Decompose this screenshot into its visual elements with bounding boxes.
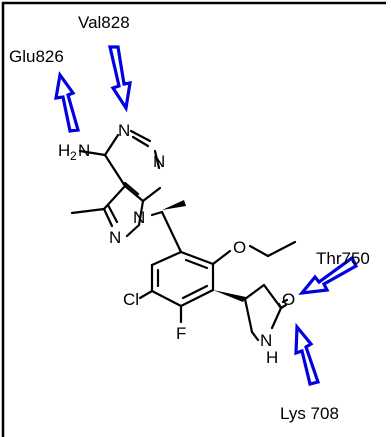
- lactam-n: N: [260, 331, 272, 350]
- nh2-n: N: [78, 141, 90, 160]
- atom-labels: H 2 N N N N N O Cl F O N H: [58, 121, 295, 367]
- ether-oxygen: O: [233, 238, 246, 257]
- arrows: [54, 45, 359, 386]
- atom-n9: N: [133, 208, 145, 227]
- nh2-subscript: 2: [70, 149, 77, 163]
- nh2-h: H: [58, 141, 70, 160]
- fluorine-atom: F: [176, 324, 186, 343]
- glu826-arrow: [54, 70, 81, 133]
- bonds: [70, 129, 297, 342]
- thr750-arrow: [298, 255, 359, 296]
- atom-n1: N: [118, 121, 130, 140]
- chlorine-atom: Cl: [123, 290, 139, 309]
- lactam-h: H: [266, 348, 278, 367]
- carbonyl-oxygen: O: [282, 290, 295, 309]
- val828-arrow: [107, 45, 132, 113]
- atom-n3: N: [153, 152, 165, 171]
- label-glu826: Glu826: [9, 47, 64, 66]
- atom-n8: N: [109, 228, 121, 247]
- label-thr750: Thr750: [316, 249, 370, 268]
- label-val828: Val828: [78, 13, 130, 32]
- label-lys708: Lys 708: [280, 404, 339, 423]
- lys708-arrow: [294, 322, 321, 386]
- residue-labels: Val828 Glu826 Thr750 Lys 708: [9, 13, 370, 423]
